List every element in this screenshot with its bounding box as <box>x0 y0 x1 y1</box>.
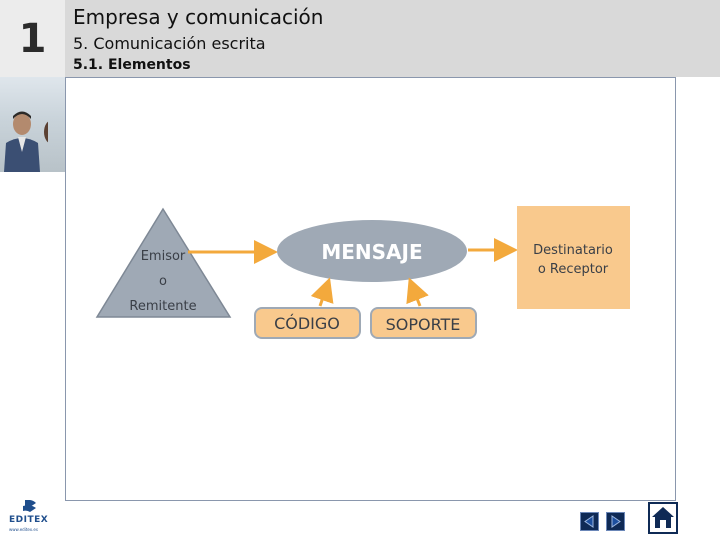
arrow-codigo-mensaje <box>310 277 334 307</box>
home-button[interactable] <box>648 502 678 534</box>
arrow-soporte-mensaje <box>406 277 429 307</box>
header-photo <box>0 77 65 172</box>
home-icon <box>652 507 674 528</box>
soporte-label: SOPORTE <box>386 315 461 334</box>
unit-badge: 1 <box>0 0 65 77</box>
person-image <box>4 111 48 172</box>
soporte-pill <box>370 307 477 339</box>
logo-url: www.editex.es <box>9 527 38 532</box>
subsection-title: 5.1. Elementos <box>73 57 191 73</box>
destinatario-label-2: o Receptor <box>538 262 609 277</box>
mensaje-label: MENSAJE <box>321 240 422 264</box>
emisor-label-1: Emisor <box>141 249 186 264</box>
prev-button[interactable] <box>580 512 599 531</box>
arrow-right-icon <box>611 515 621 528</box>
destinatario-label-1: Destinatario <box>533 243 613 258</box>
mensaje-ellipse <box>277 220 467 282</box>
unit-number: 1 <box>18 16 47 62</box>
header-bar <box>0 0 720 77</box>
communication-diagram: Emisor o Remitente MENSAJE Destinatario … <box>95 206 630 339</box>
section-title: 5. Comunicación escrita <box>73 34 266 53</box>
arrow-left-icon <box>584 515 594 528</box>
page-title: Empresa y comunicación <box>73 5 324 29</box>
emisor-label-2: o <box>159 274 167 289</box>
codigo-pill <box>254 307 361 339</box>
next-button[interactable] <box>606 512 625 531</box>
codigo-label: CÓDIGO <box>274 314 340 333</box>
emisor-triangle <box>95 207 232 318</box>
logo-name: EDITEX <box>9 515 49 525</box>
emisor-label-3: Remitente <box>129 299 196 314</box>
content-frame: Emisor o Remitente MENSAJE Destinatario … <box>65 77 676 501</box>
destinatario-box <box>517 206 630 309</box>
editex-logo-icon <box>23 500 36 512</box>
